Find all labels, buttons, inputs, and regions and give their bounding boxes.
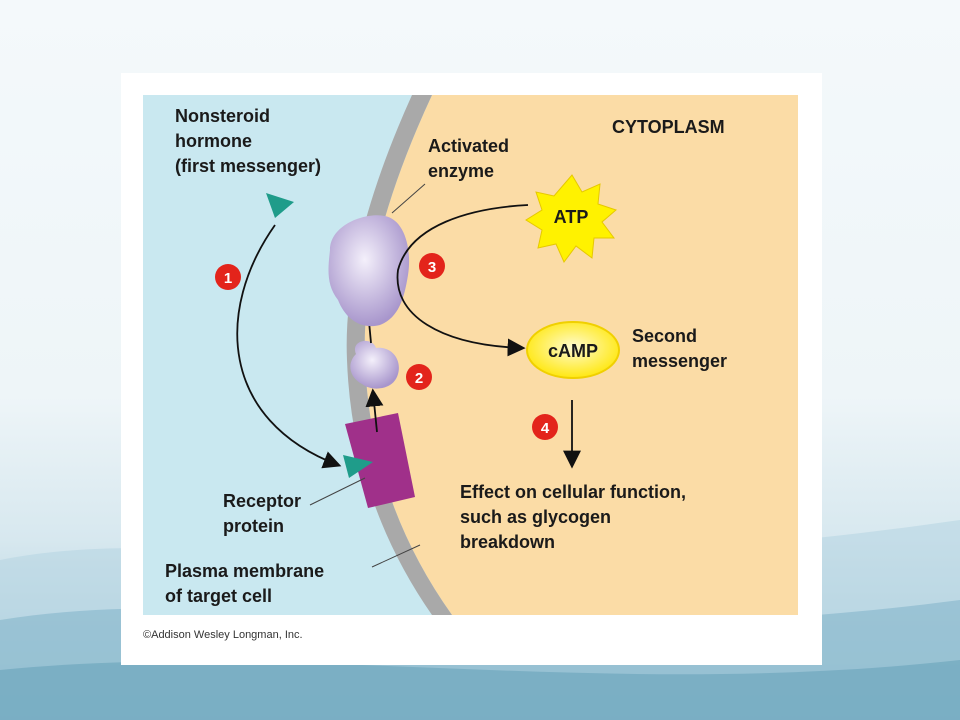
second-messenger-label-line-1: Second <box>632 326 697 346</box>
receptor-to-g-protein-arrow <box>365 388 384 433</box>
hormone-label-line-2: hormone <box>175 131 252 151</box>
atp-label: ATP <box>554 207 589 227</box>
hormone-molecule <box>266 193 294 218</box>
activated-enzyme <box>328 215 410 327</box>
enzyme-label-line-1: Activated <box>428 136 509 156</box>
enzyme-label-line-2: enzyme <box>428 161 494 181</box>
g-protein <box>350 340 399 389</box>
step-3-number: 3 <box>428 259 436 276</box>
step-1-arrow <box>236 224 342 469</box>
step-1-badge <box>215 264 241 290</box>
cytoplasm-label: CYTOPLASM <box>612 117 725 137</box>
copyright-text: ©Addison Wesley Longman, Inc. <box>143 629 303 641</box>
hormone-label-line-3: (first messenger) <box>175 156 321 176</box>
membrane-label-line-2: of target cell <box>165 586 272 606</box>
step-4-badge <box>532 414 558 440</box>
membrane-label-leader <box>371 544 421 568</box>
receptor-protein <box>345 413 415 508</box>
step-2-number: 2 <box>415 370 423 387</box>
effect-label-line-2: such as glycogen <box>460 507 611 527</box>
atp-starburst <box>525 174 617 263</box>
camp-molecule <box>526 321 620 379</box>
effect-label-line-3: breakdown <box>460 532 555 552</box>
hormone-label-line-1: Nonsteroid <box>175 106 270 126</box>
bound-hormone <box>343 455 373 478</box>
step-2-badge <box>406 364 432 390</box>
receptor-label-leader <box>309 477 366 506</box>
step-1-number: 1 <box>224 270 232 287</box>
receptor-label-line-1: Receptor <box>223 491 301 511</box>
camp-label: cAMP <box>548 341 598 361</box>
effect-label-line-1: Effect on cellular function, <box>460 482 686 502</box>
step-3-badge <box>419 253 445 279</box>
enzyme-label-leader <box>391 183 426 214</box>
step-4-number: 4 <box>541 420 550 437</box>
second-messenger-label-line-2: messenger <box>632 351 727 371</box>
membrane-label-line-1: Plasma membrane <box>165 561 324 581</box>
step-3-arrow <box>396 204 529 357</box>
receptor-label-line-2: protein <box>223 516 284 536</box>
